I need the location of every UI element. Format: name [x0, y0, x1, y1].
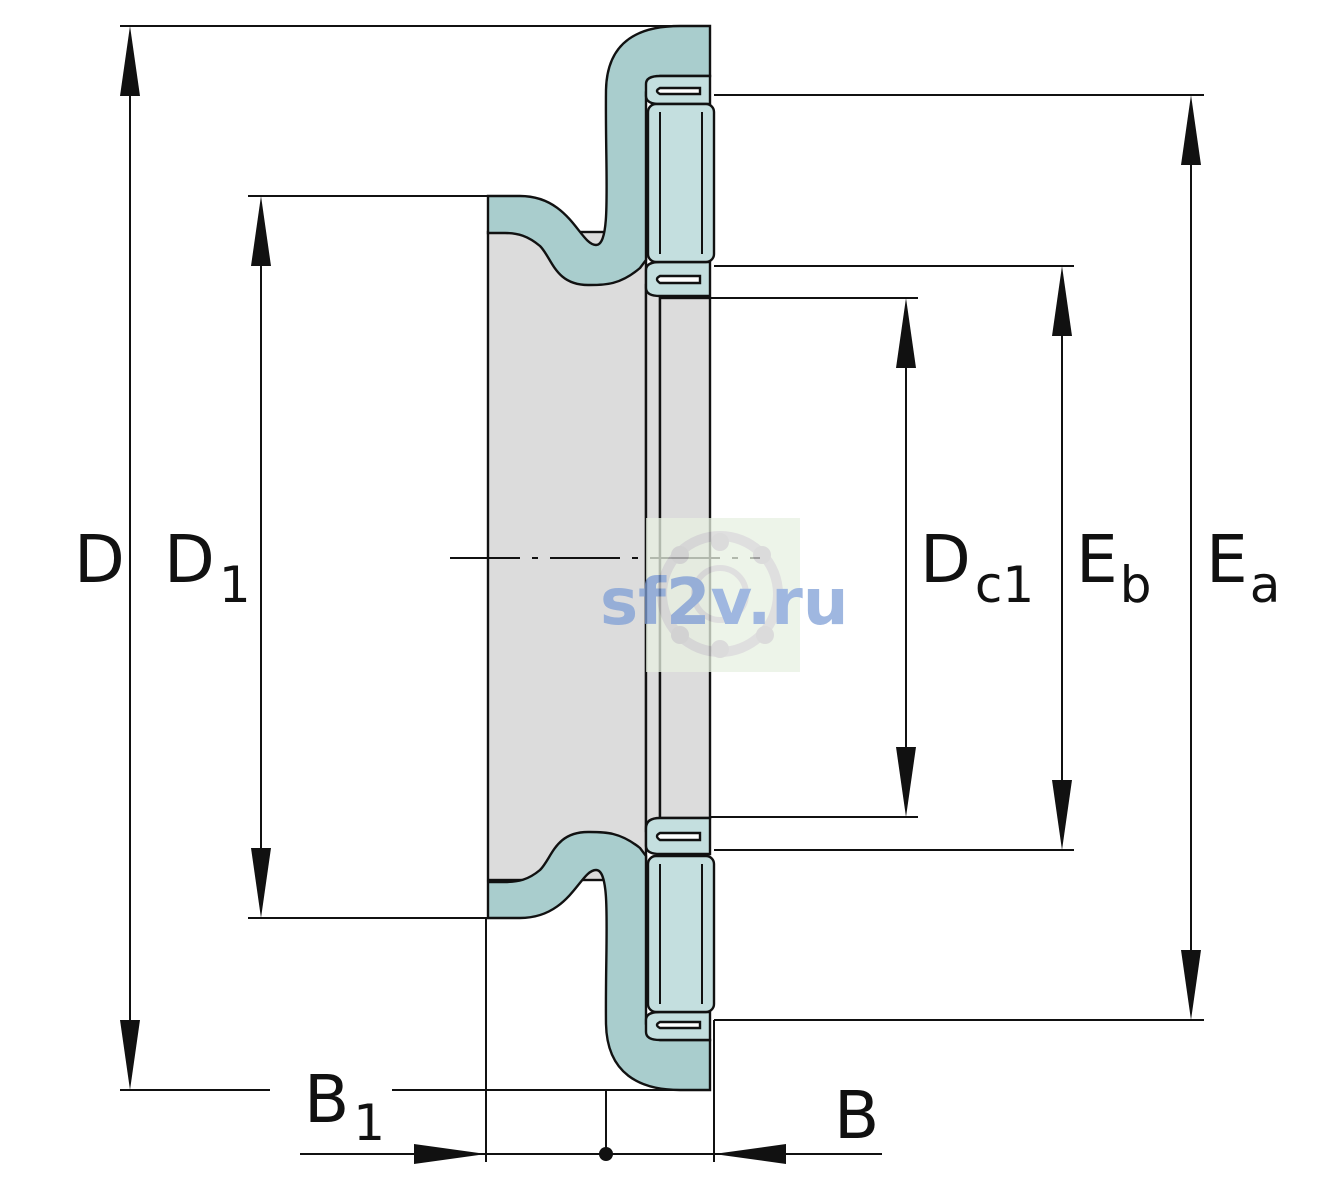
label-B1: B1: [304, 1061, 385, 1152]
lower-cage-clip-outer-slot: [655, 1020, 702, 1030]
dimension-Dc1: [710, 297, 918, 818]
dimension-B1-B: [300, 918, 882, 1164]
bore-face: [486, 230, 648, 882]
reference-point: [599, 1147, 613, 1161]
label-Ea: Ea: [1206, 521, 1280, 614]
label-B: B: [834, 1077, 879, 1154]
watermark: sf2v.ru: [600, 518, 848, 672]
dimension-Eb: [714, 265, 1074, 851]
upper-needle-roller: [646, 102, 716, 264]
dimension-Ea: [714, 94, 1204, 1021]
label-Dc1: Dc1: [920, 521, 1034, 614]
dimension-D1: [248, 195, 488, 919]
lower-needle-roller: [646, 854, 716, 1014]
watermark-text: sf2v.ru: [600, 566, 848, 640]
upper-cage-clip-outer-slot: [655, 86, 702, 96]
upper-cage-clip-inner-slot: [655, 274, 702, 285]
dimension-D: [120, 25, 710, 1091]
label-Eb: Eb: [1076, 521, 1151, 614]
lower-cage-clip-inner-slot: [655, 831, 702, 842]
label-D: D: [74, 521, 125, 598]
label-D1: D1: [164, 521, 251, 614]
